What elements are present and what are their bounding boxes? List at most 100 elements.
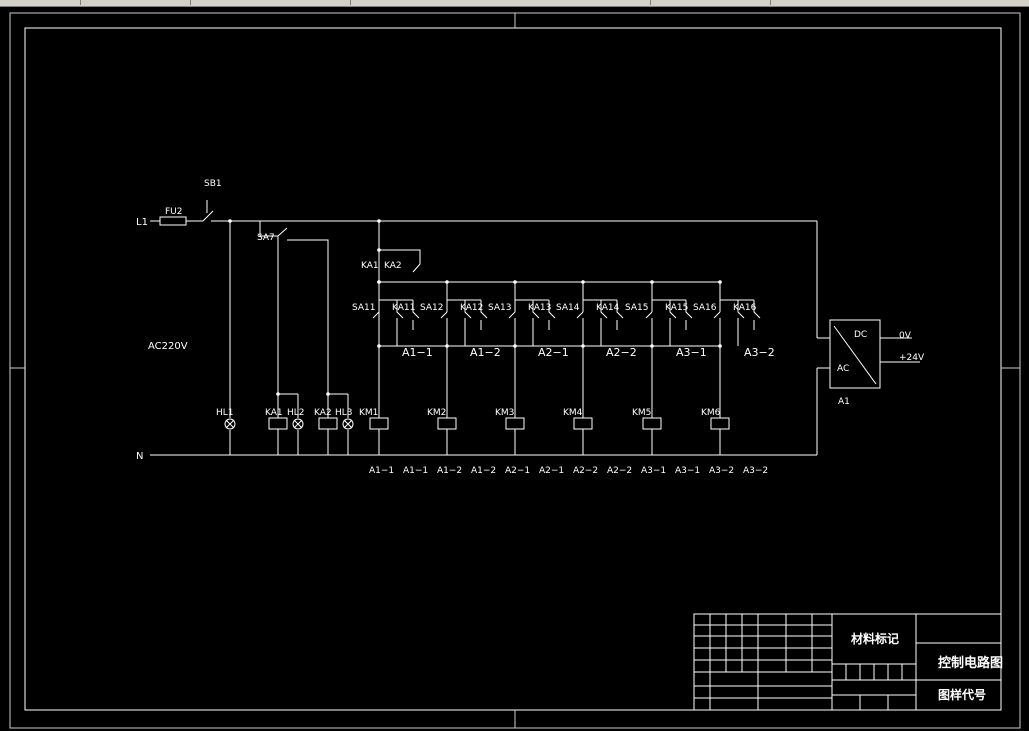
lamp-hl1-symbol xyxy=(224,418,236,430)
lamp-hl2-symbol xyxy=(292,418,304,430)
label-ka2: KA2 xyxy=(314,408,332,418)
bottom-label-3: A1−2 xyxy=(437,466,462,476)
label-ka-3: KA13 xyxy=(528,303,551,313)
km-coil-4 xyxy=(573,417,593,430)
label-ka-2: KA12 xyxy=(460,303,483,313)
title-block-material: 材料标记 xyxy=(850,631,899,646)
contact-branch-6: SA16 KA16 xyxy=(693,280,761,348)
km-branch-2 xyxy=(437,346,457,455)
bottom-label-10: A3−1 xyxy=(675,466,700,476)
power-supply-a1[interactable] xyxy=(829,319,920,389)
power-rails xyxy=(150,200,830,456)
title-block xyxy=(693,613,1002,711)
label-ka-4: KA14 xyxy=(596,303,620,313)
group-label-4: A2−2 xyxy=(606,346,637,359)
label-ka2-contact: KA2 xyxy=(384,261,402,271)
contact-branch-5: SA15 KA15 xyxy=(625,280,693,348)
title-block-drawing-code: 图样代号 xyxy=(938,687,986,702)
label-km5: KM5 xyxy=(632,408,651,418)
switch-sb1-symbol xyxy=(202,210,817,222)
bottom-label-row: A1−1 A1−1 A1−2 A1−2 A2−1 A2−1 A2−2 A2−2 A3−1 A3−1… xyxy=(369,466,768,476)
lamp-hl3-symbol xyxy=(342,418,354,430)
relay-ka1-coil xyxy=(268,417,288,430)
bottom-label-2: A1−1 xyxy=(403,466,428,476)
label-km3: KM3 xyxy=(495,408,514,418)
label-sa-3: SA13 xyxy=(488,303,512,313)
label-n: N xyxy=(136,451,143,462)
label-0v: 0V xyxy=(899,331,912,341)
label-a1: A1 xyxy=(838,397,850,407)
group-label-3: A2−1 xyxy=(538,346,569,359)
drawing-frame xyxy=(9,12,1021,729)
contact-branch-2: SA12 KA12 xyxy=(420,280,488,348)
label-hl1: HL1 xyxy=(216,408,234,418)
label-km6: KM6 xyxy=(701,408,721,418)
toolbar xyxy=(0,0,1029,7)
label-ka1-contact: KA1 xyxy=(361,261,379,271)
label-sa7: SA7 xyxy=(257,233,275,243)
contact-branch-4: SA14 KA14 xyxy=(556,280,624,348)
km-branch-5 xyxy=(642,346,662,455)
toolbar-segment[interactable] xyxy=(650,0,771,5)
contact-branch-1: SA11 KA11 xyxy=(352,280,420,348)
label-sb1: SB1 xyxy=(204,179,222,189)
km-coil-5 xyxy=(642,417,662,430)
ka-branch-group: SA11 KA11 SA12 KA12 SA13 KA13 SA14 KA14 SA15 KA15… xyxy=(352,280,761,348)
bottom-label-12: A3−2 xyxy=(743,466,768,476)
title-block-drawing-title: 控制电路图 xyxy=(938,655,1003,671)
label-dc: DC xyxy=(854,330,867,340)
label-sa-2: SA12 xyxy=(420,303,444,313)
km-coil-1 xyxy=(369,417,389,430)
label-ka-6: KA16 xyxy=(733,303,757,313)
bottom-label-4: A1−2 xyxy=(471,466,496,476)
km-branch-3 xyxy=(505,346,525,455)
label-24v: +24V xyxy=(899,353,925,363)
label-ka-5: KA15 xyxy=(665,303,688,313)
group-label-6: A3−2 xyxy=(744,346,775,359)
bottom-label-8: A2−2 xyxy=(607,466,632,476)
label-hl3: HL3 xyxy=(335,408,353,418)
bottom-label-1: A1−1 xyxy=(369,466,394,476)
label-sa-4: SA14 xyxy=(556,303,580,313)
label-km1: KM1 xyxy=(359,408,378,418)
toolbar-segment[interactable] xyxy=(190,0,351,5)
label-ac: AC xyxy=(837,364,849,374)
drawing-canvas[interactable]: L1 N FU2 SB1 AC220V SA7 HL1 KA1 HL2 KA2 … xyxy=(0,7,1029,731)
group-label-5: A3−1 xyxy=(676,346,707,359)
label-fu2: FU2 xyxy=(165,207,183,217)
bottom-label-5: A2−1 xyxy=(505,466,530,476)
group-label-1: A1−1 xyxy=(402,346,433,359)
label-l1: L1 xyxy=(136,217,148,228)
km-branch-4 xyxy=(573,346,593,455)
km-coil-2 xyxy=(437,417,457,430)
km-coil-6 xyxy=(710,417,730,430)
km-branch-6 xyxy=(710,346,730,455)
label-km4: KM4 xyxy=(563,408,583,418)
km-branch-1 xyxy=(369,346,389,455)
left-branches xyxy=(224,219,354,455)
toolbar-segment[interactable] xyxy=(80,0,191,5)
switch-sa7-symbol xyxy=(259,221,329,418)
km-coil-3 xyxy=(505,417,525,430)
label-ka1: KA1 xyxy=(265,408,283,418)
label-ka-1: KA11 xyxy=(392,303,415,313)
label-supply-voltage: AC220V xyxy=(148,341,188,352)
bottom-label-7: A2−2 xyxy=(573,466,598,476)
label-km2: KM2 xyxy=(427,408,446,418)
bottom-label-6: A2−1 xyxy=(539,466,564,476)
label-sa-6: SA16 xyxy=(693,303,717,313)
label-sa-5: SA15 xyxy=(625,303,649,313)
ka-contacts-block xyxy=(377,219,720,418)
label-hl2: HL2 xyxy=(287,408,305,418)
bottom-label-9: A3−1 xyxy=(641,466,666,476)
group-label-row: A1−1 A1−2 A2−1 A2−2 A3−1 A3−2 xyxy=(402,346,775,359)
label-sa-1: SA11 xyxy=(352,303,376,313)
contact-branch-3: SA13 KA13 xyxy=(488,280,556,348)
toolbar-segment[interactable] xyxy=(350,0,651,5)
km-branch-group xyxy=(369,346,730,455)
fuse-fu2-symbol xyxy=(159,216,187,226)
relay-ka2-coil xyxy=(318,417,338,430)
group-label-2: A1−2 xyxy=(470,346,501,359)
bottom-label-11: A3−2 xyxy=(709,466,734,476)
toolbar-segment[interactable] xyxy=(0,0,81,5)
